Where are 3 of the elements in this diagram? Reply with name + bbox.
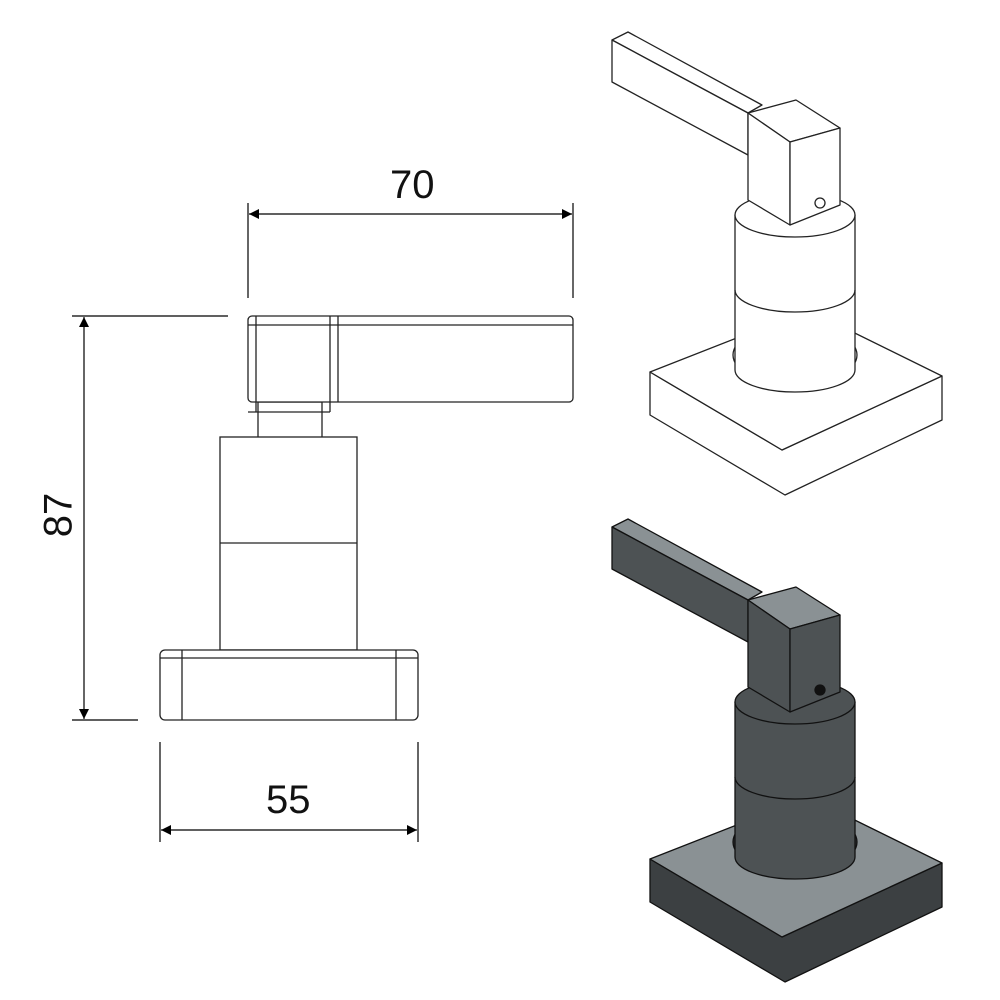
dimension-value: 70 [390,165,434,205]
dimension-value: 55 [266,780,310,820]
dimension-value: 87 [38,492,78,538]
